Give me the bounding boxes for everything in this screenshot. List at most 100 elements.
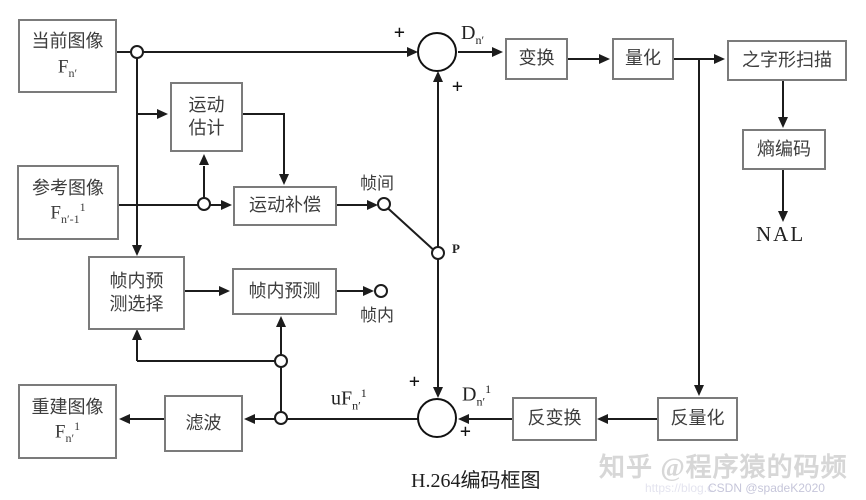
line-entropy-to-nal bbox=[782, 170, 784, 212]
line-feedback-horizontal bbox=[137, 360, 282, 362]
symbol-base: uF bbox=[331, 387, 353, 410]
block-label: 反变换 bbox=[527, 408, 582, 429]
line-to-motion-estimation bbox=[137, 113, 159, 115]
arrowhead bbox=[694, 385, 704, 396]
block-label: 当前图像 bbox=[31, 31, 104, 52]
arrowhead bbox=[599, 54, 610, 64]
line-me-to-mc bbox=[283, 113, 285, 175]
arrowhead bbox=[367, 200, 378, 210]
block-label: 运动 bbox=[188, 94, 225, 115]
arrowhead bbox=[433, 71, 443, 82]
block-filter: 滤波 bbox=[164, 395, 243, 452]
line-invtransform-to-adder bbox=[469, 418, 512, 420]
symbol-sub: n′ bbox=[68, 65, 78, 80]
junction-reference bbox=[197, 197, 211, 211]
line-feedback-to-ip bbox=[280, 327, 282, 361]
block-label: 之字形扫描 bbox=[742, 49, 832, 70]
arrowhead bbox=[244, 414, 255, 424]
block-label: 变换 bbox=[518, 48, 555, 69]
csdn-watermark: CSDN @spadeK2020 bbox=[708, 481, 825, 495]
block-label: 测选择 bbox=[109, 294, 164, 314]
plus-sign: + bbox=[409, 371, 420, 392]
block-label: 熵编码 bbox=[757, 138, 811, 159]
symbol-sup: 1 bbox=[360, 386, 367, 400]
arrowhead bbox=[132, 329, 142, 340]
line-mc-to-inter bbox=[337, 204, 369, 206]
block-current-frame: 当前图像 Fn′ bbox=[18, 19, 117, 93]
block-inverse-transform: 反变换 bbox=[512, 397, 597, 441]
line-feedback-to-ips bbox=[136, 340, 138, 361]
block-reconstructed-frame: 重建图像 Fn′1 bbox=[18, 384, 117, 459]
line-zigzag-to-entropy bbox=[782, 81, 784, 118]
block-motion-estimation: 运动 估计 bbox=[170, 82, 243, 152]
arrowhead bbox=[157, 109, 168, 119]
block-reference-frame: 参考图像 Fn′-11 bbox=[17, 165, 119, 240]
line-current-to-adder bbox=[117, 51, 409, 53]
arrowhead bbox=[778, 117, 788, 128]
line-invquant-to-invtransform bbox=[608, 418, 657, 420]
junction-bottom-line bbox=[274, 411, 288, 425]
label-inter-mode: 帧间 bbox=[360, 174, 394, 193]
line-ip-to-intra bbox=[337, 290, 365, 292]
arrowhead bbox=[433, 387, 443, 398]
diagram-caption: H.264编码框图 bbox=[411, 470, 541, 492]
block-label: 估计 bbox=[188, 118, 225, 138]
arrowhead bbox=[407, 47, 418, 57]
line-ref-to-mc bbox=[119, 204, 223, 206]
block-label: 量化 bbox=[625, 48, 661, 69]
symbol-sub: n′-1 bbox=[60, 212, 80, 227]
plus-sign: + bbox=[394, 22, 405, 43]
line-adder-to-transform bbox=[458, 51, 494, 53]
csdn-url-watermark: https://blog.c bbox=[645, 481, 714, 495]
symbol-sup: 1 bbox=[79, 200, 86, 215]
block-motion-compensation: 运动补偿 bbox=[233, 186, 337, 226]
junction-current-frame bbox=[130, 45, 144, 59]
label-switch-p: P bbox=[452, 241, 460, 256]
label-nal-output: NAL bbox=[756, 222, 806, 246]
arrowhead bbox=[119, 414, 130, 424]
symbol-sub: n′ bbox=[475, 33, 485, 47]
line-ref-to-me bbox=[203, 166, 205, 206]
block-intra-prediction-select: 帧内预 测选择 bbox=[88, 256, 185, 330]
signal-ufn1: uFn′1 bbox=[331, 386, 367, 414]
block-label: 反量化 bbox=[670, 408, 725, 429]
block-quantize: 量化 bbox=[612, 38, 674, 80]
signal-dn1: Dn′1 bbox=[462, 382, 491, 410]
arrowhead bbox=[492, 47, 503, 57]
arrowhead bbox=[276, 316, 286, 327]
symbol-base: D bbox=[462, 383, 477, 406]
line-me-out bbox=[243, 113, 285, 115]
arrowhead bbox=[458, 414, 469, 424]
plus-sign: + bbox=[460, 421, 471, 442]
symbol-base: F bbox=[50, 202, 61, 224]
block-label: 重建图像 bbox=[31, 396, 104, 417]
arrowhead bbox=[132, 245, 142, 256]
plus-sign: + bbox=[452, 76, 463, 97]
intra-terminal bbox=[374, 284, 388, 298]
line-quant-to-zigzag bbox=[674, 58, 716, 60]
adder-reconstruction bbox=[417, 398, 457, 438]
symbol-base: F bbox=[54, 421, 66, 443]
symbol-sub: n′ bbox=[352, 398, 361, 413]
block-label: 滤波 bbox=[185, 412, 222, 433]
symbol-sup: 1 bbox=[74, 419, 81, 434]
line-adder-to-filter bbox=[255, 418, 419, 420]
block-label: 帧内预测 bbox=[248, 280, 321, 301]
switch-pole-p bbox=[431, 246, 445, 260]
block-entropy-coding: 熵编码 bbox=[742, 129, 826, 170]
symbol-sub: n′ bbox=[65, 431, 75, 446]
arrowhead bbox=[219, 286, 230, 296]
line-transform-to-quant bbox=[568, 58, 600, 60]
block-label: 运动补偿 bbox=[249, 195, 321, 216]
arrowhead bbox=[279, 174, 289, 185]
block-zigzag-scan: 之字形扫描 bbox=[727, 40, 847, 81]
line-feedback-vertical bbox=[280, 366, 282, 414]
line-quant-to-invquant bbox=[698, 59, 700, 386]
arrowhead bbox=[714, 54, 725, 64]
arrowhead bbox=[597, 414, 608, 424]
line-filter-to-recon bbox=[130, 418, 164, 420]
block-label: 参考图像 bbox=[32, 177, 104, 198]
zhihu-watermark: 知乎 @程序猿的码频 bbox=[599, 453, 848, 482]
symbol-base: D bbox=[461, 22, 476, 44]
